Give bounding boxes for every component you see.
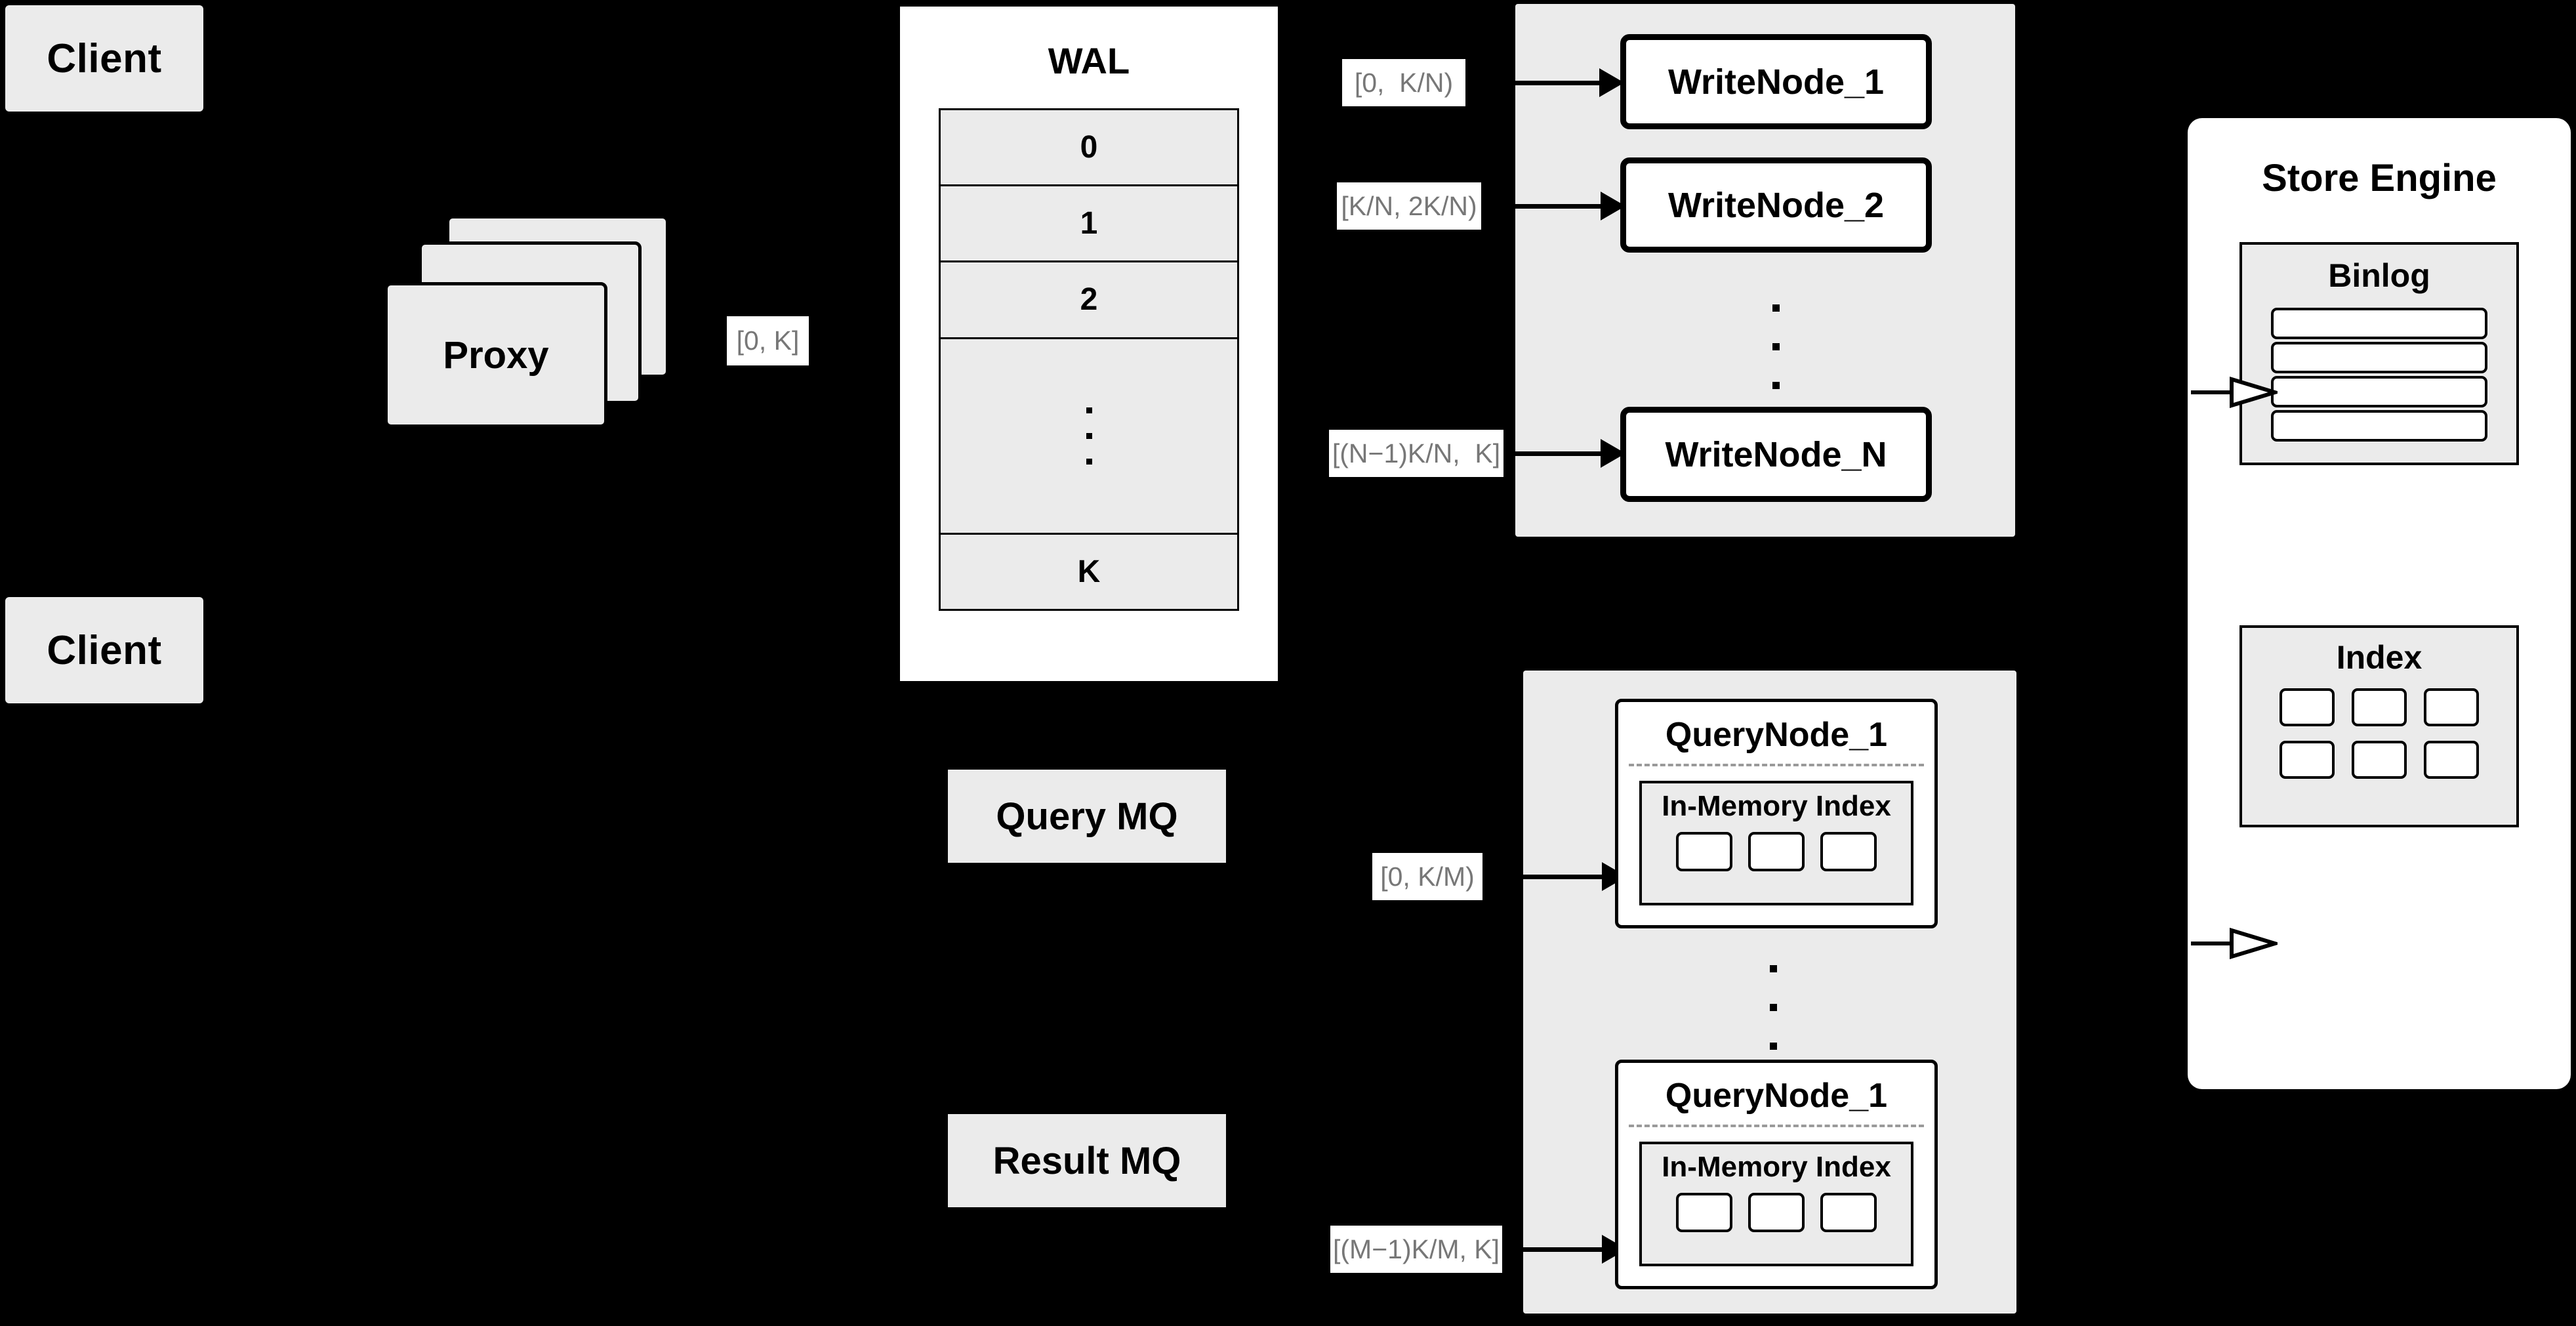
arrow-to-binlog: [2191, 374, 2278, 411]
proxy-range-label: [0, K]: [727, 316, 809, 365]
arrow-to-querynode-1: [1522, 862, 1627, 891]
ellipsis-dot: [1769, 964, 1777, 972]
client-label-2: Client: [47, 627, 162, 673]
binlog-row[interactable]: [2271, 410, 2487, 442]
in-memory-index-2-title: In-Memory Index: [1662, 1151, 1891, 1183]
index-cell[interactable]: [1676, 832, 1732, 871]
wal-row-k: K: [941, 534, 1237, 610]
wal-row-ellipsis: [941, 339, 1237, 535]
result-mq-box[interactable]: Result MQ: [946, 1112, 1228, 1209]
ellipsis-dot: [1772, 381, 1780, 389]
query-range-label-1: [0, K/M): [1372, 853, 1482, 900]
index-cell[interactable]: [2352, 741, 2407, 779]
index-cell[interactable]: [1820, 832, 1877, 871]
result-mq-label: Result MQ: [992, 1139, 1181, 1182]
write-range-label-n: [(N−1)K/N, K]: [1329, 430, 1503, 477]
index-cell[interactable]: [2352, 688, 2407, 726]
store-engine-title: Store Engine: [2262, 157, 2497, 199]
binlog-row[interactable]: [2271, 342, 2487, 373]
wal-panel: WAL 0 1 2 K: [896, 3, 1282, 685]
write-node-n-label: WriteNode_N: [1665, 434, 1887, 474]
in-memory-index-1-cells: [1642, 832, 1911, 871]
ellipsis-dot: [1086, 407, 1092, 413]
binlog-row[interactable]: [2271, 308, 2487, 339]
binlog-row[interactable]: [2271, 376, 2487, 407]
index-panel: Index: [2239, 625, 2519, 827]
query-mq-box[interactable]: Query MQ: [946, 768, 1228, 865]
query-mq-label: Query MQ: [996, 795, 1178, 838]
ellipsis-dot: [1772, 304, 1780, 312]
write-range-label-1: [0, K/N): [1342, 59, 1465, 106]
query-range-label-2: [(M−1)K/M, K]: [1330, 1226, 1502, 1273]
query-node-2-title: QueryNode_1: [1665, 1077, 1888, 1115]
arrow-to-writenode-2: [1509, 192, 1625, 220]
binlog-title: Binlog: [2328, 257, 2430, 294]
index-cell[interactable]: [1748, 832, 1805, 871]
write-range-text-1: [0, K/N): [1354, 67, 1454, 98]
wal-row-0: 0: [941, 110, 1237, 187]
write-range-text-2: [K/N, 2K/N): [1341, 190, 1477, 221]
write-node-1-label: WriteNode_1: [1667, 62, 1885, 102]
query-range-text-2: [(M−1)K/M, K]: [1333, 1233, 1500, 1264]
index-cell[interactable]: [1748, 1193, 1805, 1232]
wal-row-1: 1: [941, 186, 1237, 263]
index-grid-row: [2280, 688, 2479, 726]
index-grid-row: [2280, 741, 2479, 779]
query-node-2[interactable]: QueryNode_1 In-Memory Index: [1615, 1060, 1938, 1289]
wal-row-2: 2: [941, 262, 1237, 339]
proxy-card-front[interactable]: Proxy: [384, 282, 607, 428]
index-title: Index: [2336, 639, 2423, 676]
proxy-label: Proxy: [443, 333, 549, 377]
wal-title: WAL: [1048, 40, 1130, 81]
client-box-1[interactable]: Client: [5, 5, 203, 112]
index-cell[interactable]: [1676, 1193, 1732, 1232]
in-memory-index-1-title: In-Memory Index: [1662, 790, 1891, 822]
wal-table: 0 1 2 K: [939, 108, 1239, 611]
arrow-to-writenode-1: [1500, 68, 1624, 97]
ellipsis-dot: [1769, 1003, 1777, 1011]
arrow-to-writenode-n: [1509, 439, 1625, 468]
query-node-2-separator: [1629, 1125, 1924, 1127]
index-cell[interactable]: [1820, 1193, 1877, 1232]
index-cell[interactable]: [2280, 688, 2335, 726]
write-range-text-n: [(N−1)K/N, K]: [1332, 438, 1501, 468]
query-node-1-title: QueryNode_1: [1665, 716, 1888, 754]
write-range-label-2: [K/N, 2K/N): [1337, 182, 1481, 230]
write-cluster-ellipsis: [1766, 274, 1786, 419]
write-node-2[interactable]: WriteNode_2: [1620, 157, 1932, 253]
binlog-panel: Binlog: [2239, 242, 2519, 465]
index-cell[interactable]: [2424, 688, 2479, 726]
ellipsis-dot: [1772, 342, 1780, 350]
index-cell[interactable]: [2424, 741, 2479, 779]
query-node-1[interactable]: QueryNode_1 In-Memory Index: [1615, 699, 1938, 928]
query-cluster-ellipsis: [1763, 945, 1783, 1069]
in-memory-index-2-cells: [1642, 1193, 1911, 1232]
query-range-text-1: [0, K/M): [1380, 861, 1475, 892]
index-grid: [2242, 688, 2516, 779]
store-engine-panel: Store Engine Binlog Index: [2188, 118, 2571, 1089]
write-node-n[interactable]: WriteNode_N: [1620, 407, 1932, 502]
write-node-1[interactable]: WriteNode_1: [1620, 34, 1932, 129]
client-box-2[interactable]: Client: [5, 597, 203, 703]
in-memory-index-2: In-Memory Index: [1639, 1142, 1913, 1266]
arrow-to-index: [2191, 925, 2278, 962]
client-label-1: Client: [47, 35, 162, 81]
binlog-rows: [2271, 308, 2487, 442]
arrow-to-querynode-2: [1521, 1235, 1627, 1264]
index-cell[interactable]: [2280, 741, 2335, 779]
in-memory-index-1: In-Memory Index: [1639, 781, 1913, 905]
proxy-range-text: [0, K]: [736, 325, 800, 356]
ellipsis-dot: [1086, 458, 1092, 465]
ellipsis-dot: [1769, 1042, 1777, 1050]
ellipsis-dot: [1086, 432, 1092, 439]
write-node-2-label: WriteNode_2: [1667, 185, 1885, 225]
query-node-1-separator: [1629, 764, 1924, 766]
